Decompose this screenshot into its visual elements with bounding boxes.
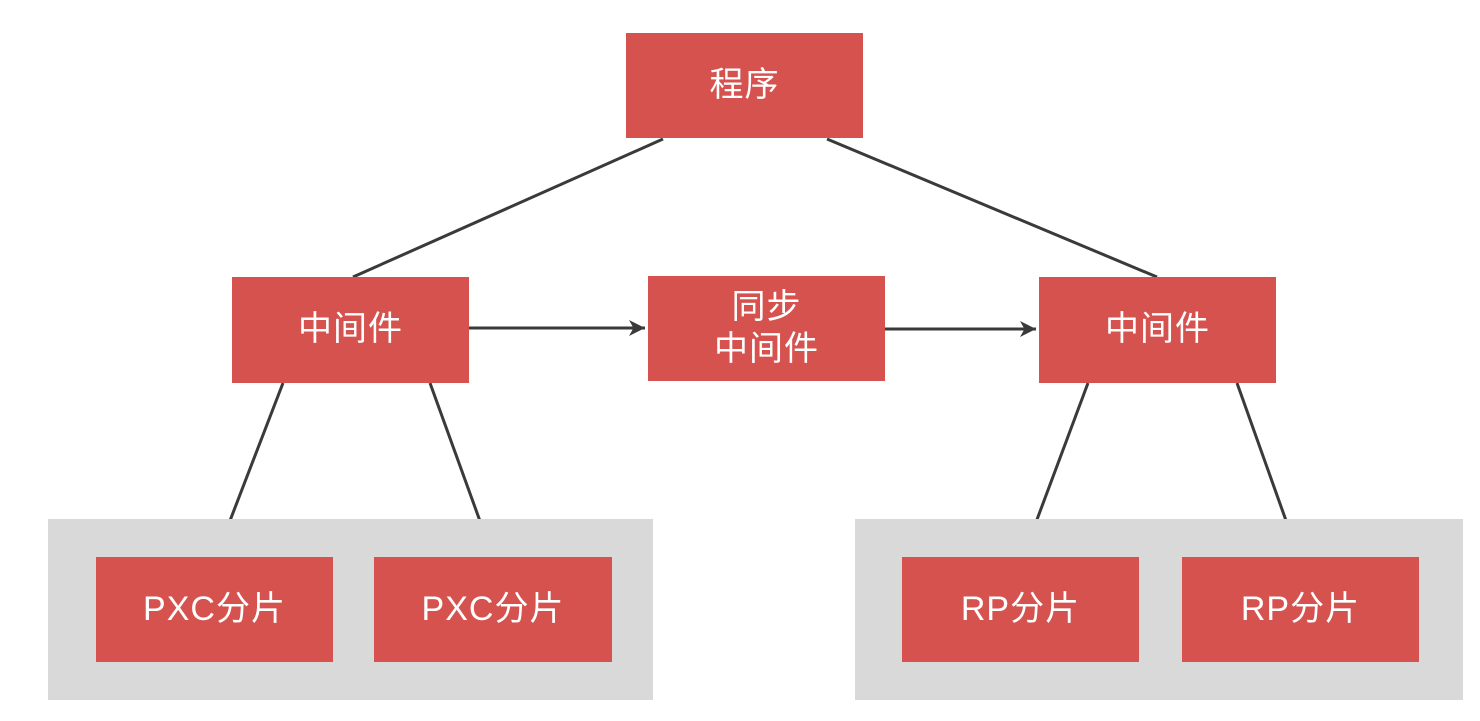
node-sync-middleware-label-line2: 中间件	[714, 329, 819, 368]
node-rp-shard-2: RP分片	[1182, 557, 1419, 662]
node-rp-shard-1: RP分片	[902, 557, 1139, 662]
node-sync-middleware: 同步 中间件	[648, 276, 885, 381]
node-middleware-right-label: 中间件	[1105, 310, 1210, 349]
node-sync-middleware-label: 同步 中间件	[714, 287, 819, 370]
node-program: 程序	[626, 33, 863, 138]
node-middleware-left-label: 中间件	[298, 310, 403, 349]
node-rp-shard-2-label: RP分片	[1240, 589, 1361, 628]
node-pxc-shard-2: PXC分片	[374, 557, 612, 662]
edge-program-to-middleware-left	[352, 137, 664, 279]
node-program-label: 程序	[709, 65, 780, 104]
node-pxc-shard-2-label: PXC分片	[421, 589, 565, 628]
node-rp-shard-1-label: RP分片	[960, 589, 1081, 628]
node-sync-middleware-label-line1: 同步	[731, 288, 802, 327]
node-pxc-shard-1-label: PXC分片	[143, 589, 286, 628]
node-middleware-right: 中间件	[1039, 277, 1276, 383]
node-middleware-left: 中间件	[232, 277, 469, 383]
edge-program-to-middleware-right	[826, 137, 1158, 279]
node-pxc-shard-1: PXC分片	[96, 557, 333, 662]
